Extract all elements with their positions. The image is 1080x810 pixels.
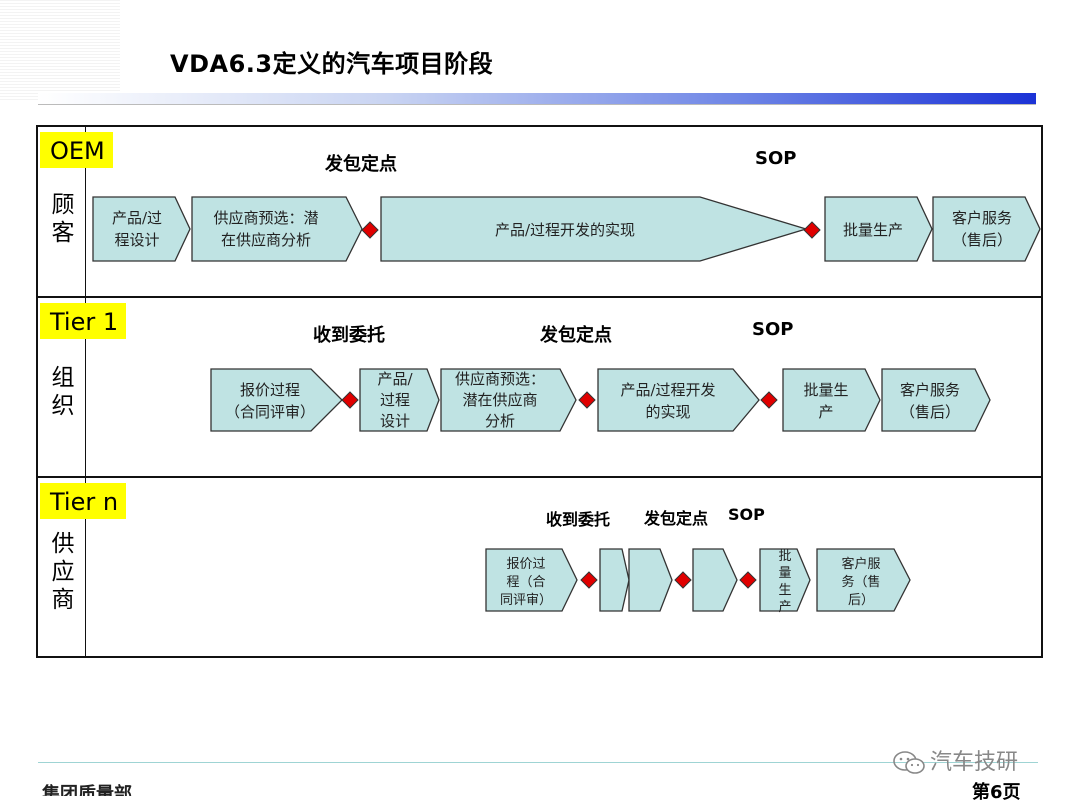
page-number: 第6页 [972,782,1021,803]
svg-text:供应商预选：潜在供应商分析: 供应商预选：潜在供应商分析 [455,370,545,430]
footer-department: 集团质量部 [42,784,132,796]
milestone-award-oem: 发包定点 [325,154,397,175]
svg-text:产品/过程开发的实现: 产品/过程开发的实现 [620,381,715,421]
step-product-development [692,548,738,612]
title-gradient-bar [38,93,1036,105]
milestone-diamond [578,391,596,409]
svg-text:客户服务（售后）: 客户服务（售后） [841,556,880,608]
panel-divider [85,127,86,296]
svg-text:客户服务（售后）: 客户服务（售后） [900,381,960,421]
step-supplier-preselection [628,548,673,612]
oem-tag: OEM [40,132,113,168]
svg-text:批量生产: 批量生产 [843,221,903,239]
milestone-order-tier1: 收到委托 [313,325,385,346]
organization-label: 组织 [51,365,75,419]
svg-text:报价过程（合同评审）: 报价过程（合同评审） [500,557,552,608]
milestone-order-tiern: 收到委托 [546,510,611,529]
step-customer-service [881,368,991,432]
step-quotation-process [485,548,578,612]
step-product-process-design [92,196,191,262]
milestone-diamond [760,391,778,409]
page-title: VDA6.3定义的汽车项目阶段 [170,50,494,78]
step-customer-service [932,196,1041,262]
milestone-award-tiern: 发包定点 [644,509,709,528]
step-mass-production [782,368,881,432]
step-mass-production [824,196,933,262]
svg-text:客户服务（售后）: 客户服务（售后） [952,209,1012,249]
footer-line [38,762,1038,763]
milestone-diamond [580,571,598,589]
milestone-sop-oem: SOP [755,148,797,169]
milestone-diamond [739,571,757,589]
milestone-sop-tiern: SOP [728,505,765,524]
svg-text:报价过程（合同评审）: 报价过程（合同评审） [225,381,315,421]
svg-text:批量生产: 批量生产 [803,381,848,421]
panel-divider [85,298,86,476]
watermark-text: 汽车技研 [930,750,1019,775]
chat-bubble-icon [893,751,925,774]
milestone-diamond [803,221,821,239]
step-quotation-process [210,368,343,432]
step-design [599,548,630,612]
svg-text:批量生产: 批量生产 [778,549,791,615]
step-product-development [597,368,760,432]
milestone-sop-tier1: SOP [752,319,794,340]
step-product-development [380,196,809,262]
corner-decoration [0,0,120,100]
supplier-label: 供应商 [51,531,75,613]
tiern-tag: Tier n [40,483,127,519]
customer-label: 顾客 [51,192,75,246]
step-mass-production [759,548,811,612]
svg-text:产品/过程设计: 产品/过程设计 [112,209,162,249]
milestone-diamond [674,571,692,589]
step-product-process-design [359,368,440,432]
svg-text:产品/过程开发的实现: 产品/过程开发的实现 [495,221,635,239]
tier1-tag: Tier 1 [40,303,127,339]
step-customer-service [816,548,911,612]
svg-text:产品/过程设计: 产品/过程设计 [377,370,413,430]
step-supplier-preselection [191,196,363,262]
step-supplier-preselection [440,368,577,432]
watermark: 汽车技研 [892,744,1018,776]
milestone-award-tier1: 发包定点 [540,325,612,346]
milestone-diamond [361,221,379,239]
milestone-diamond [341,391,359,409]
panel-divider [85,478,86,656]
svg-text:供应商预选：潜在供应商分析: 供应商预选：潜在供应商分析 [213,209,318,249]
